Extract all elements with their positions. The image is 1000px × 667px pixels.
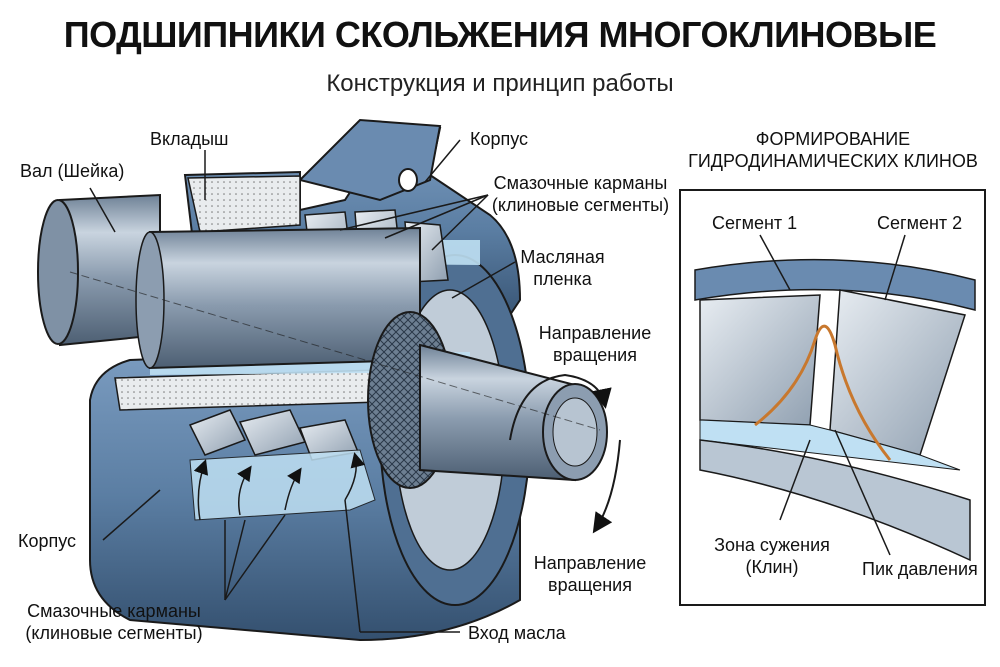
- label-narrowing-line1: Зона сужения: [714, 535, 830, 555]
- label-rotation-top-line1: Направление: [538, 323, 652, 343]
- label-segment-2: Сегмент 2: [877, 213, 963, 233]
- leader-lines-inset: [759, 234, 906, 556]
- label-narrowing-line2: (Клин): [745, 557, 799, 577]
- page-title: ПОДШИПНИКИ СКОЛЬЖЕНИЯ МНОГОКЛИНОВЫЕ: [63, 14, 937, 55]
- rotation-arrow-bottom: [592, 439, 621, 534]
- inset-diagram: [694, 258, 976, 562]
- label-rotation-top: Направление вращения: [535, 322, 655, 366]
- label-rotation-top-line2: вращения: [553, 345, 637, 365]
- label-narrowing-zone: Зона сужения (Клин): [712, 534, 832, 578]
- label-oil-film: Масляная пленка: [515, 246, 610, 290]
- label-pressure-peak: Пик давления: [862, 559, 978, 579]
- inset-title-line2: ГИДРОДИНАМИЧЕСКИХ КЛИНОВ: [688, 151, 978, 171]
- segment-1-shape: [699, 294, 821, 426]
- label-shaft: Вал (Шейка): [20, 161, 125, 181]
- label-pockets-bottom-line2: (клиновые сегменты): [25, 623, 203, 643]
- label-pockets-bottom-line1: Смазочные карманы: [27, 601, 201, 621]
- leader-lines-main: [89, 139, 516, 633]
- page-subtitle: Конструкция и принцип работы: [326, 70, 674, 97]
- inset-title: ФОРМИРОВАНИЕ ГИДРОДИНАМИЧЕСКИХ КЛИНОВ: [683, 128, 983, 172]
- pressure-curve: [754, 324, 892, 461]
- label-pockets-top-line1: Смазочные карманы: [493, 173, 668, 193]
- wedge-segments-bottom: [188, 409, 376, 521]
- label-segment-1: Сегмент 1: [712, 213, 798, 233]
- label-oil-film-line2: пленка: [533, 269, 592, 289]
- label-pockets-top: Смазочные карманы (клиновые сегменты): [488, 172, 673, 216]
- shaft: [37, 193, 608, 489]
- inset-title-line1: ФОРМИРОВАНИЕ: [755, 129, 911, 149]
- label-rotation-bottom-line2: вращения: [548, 575, 632, 595]
- oil-flow-arrows: [193, 452, 366, 521]
- label-oil-inlet: Вход масла: [468, 623, 566, 643]
- label-rotation-bottom-line1: Направление: [533, 553, 647, 573]
- rotation-arrow-top: [509, 373, 612, 441]
- label-liner: Вкладыш: [150, 129, 229, 149]
- label-housing-top: Корпус: [470, 129, 529, 149]
- label-housing-bottom: Корпус: [18, 531, 77, 551]
- label-oil-film-line1: Масляная: [520, 247, 605, 267]
- label-pockets-bottom: Смазочные карманы (клиновые сегменты): [14, 600, 214, 644]
- bolt-hole: [398, 168, 418, 192]
- liner-top: [187, 175, 301, 233]
- label-rotation-bottom: Направление вращения: [530, 552, 650, 596]
- label-pockets-top-line2: (клиновые сегменты): [491, 195, 670, 215]
